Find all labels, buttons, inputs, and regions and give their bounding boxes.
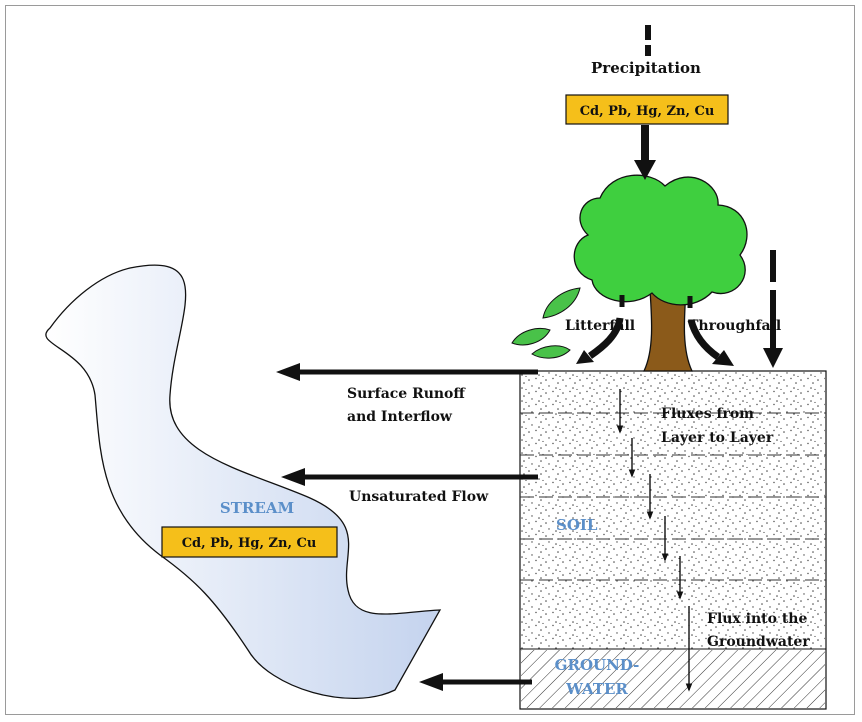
throughfall-label: Throughfall (688, 318, 781, 334)
metal-box-stream: Cd, Pb, Hg, Zn, Cu (161, 526, 338, 558)
stream-shape (45, 264, 442, 699)
leaf-icon (542, 287, 581, 319)
layer-flux-arrows (616, 389, 693, 692)
precipitation-arrow (634, 25, 656, 180)
soil-block (519, 370, 827, 710)
flux-gw-label-2: Groundwater (707, 634, 810, 650)
throughfall-arrow (687, 250, 783, 368)
fluxes-label-2: Layer to Layer (661, 430, 774, 446)
precipitation-label: Precipitation (591, 59, 701, 77)
metal-list-stream: Cd, Pb, Hg, Zn, Cu (182, 536, 317, 551)
leaf-icon (511, 328, 551, 346)
unsaturated-flow-label: Unsaturated Flow (349, 489, 489, 505)
surface-runoff-label: Surface Runoff (347, 386, 466, 402)
flux-gw-label-1: Flux into the (707, 611, 807, 627)
diagram-frame (5, 5, 855, 715)
groundwater-label-1: GROUND- (555, 656, 640, 674)
unsaturated-flow-arrow (281, 468, 538, 486)
groundwater-outflow-arrow (419, 673, 532, 691)
litterfall-label: Litterfall (565, 318, 635, 334)
leaf-icon (531, 345, 571, 359)
litterfall-arrow (576, 295, 625, 364)
fluxes-label-1: Fluxes from (661, 406, 754, 422)
soil-label: SOIL (556, 516, 598, 534)
tree-crown (573, 174, 748, 306)
metal-box-top: Cd, Pb, Hg, Zn, Cu (565, 94, 729, 125)
groundwater-label-2: WATER (565, 680, 628, 698)
tree-trunk (642, 289, 694, 372)
interflow-label: and Interflow (347, 409, 453, 425)
surface-runoff-arrow (276, 363, 538, 381)
metal-list-top: Cd, Pb, Hg, Zn, Cu (580, 104, 715, 119)
stream-label: STREAM (220, 499, 294, 517)
